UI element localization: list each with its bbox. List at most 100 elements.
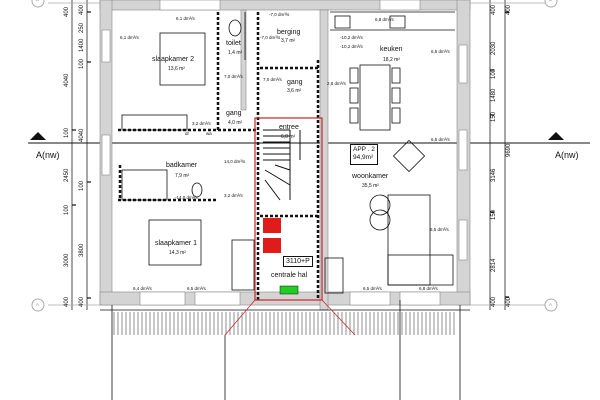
dimension-label: 100 — [491, 69, 497, 80]
dimension-label: 400 — [506, 5, 512, 16]
room-area-slaapkamer-1: 14,3 m² — [169, 250, 186, 256]
dimension-lines — [48, 0, 545, 310]
room-area-berging: 3,7 m² — [281, 38, 296, 44]
furniture — [121, 15, 454, 286]
airflow-label: 6,4 dm³/s — [133, 286, 152, 291]
sofa — [387, 194, 431, 286]
dimension-label: 400 — [491, 297, 497, 308]
dimension-label: 100 — [79, 181, 85, 192]
dimension-label: 100 — [64, 128, 70, 139]
airflow-label: -7,0 dm³/s — [269, 12, 290, 17]
grid-label-b-right: B — [549, 0, 552, 3]
section-label-right: A(nw) — [555, 150, 579, 160]
entree-outline — [254, 117, 323, 301]
room-name-woonkamer: woonkamer — [352, 173, 389, 180]
grid-label-a: A — [36, 302, 40, 307]
airflow-label: 6,5 dm³/s — [431, 49, 450, 54]
dimension-label: 400 — [64, 7, 70, 18]
closet-label-wa: wa — [206, 131, 212, 136]
dimension-label: 4040 — [64, 73, 70, 87]
exit-sign — [279, 285, 299, 295]
room-name-gang-2: gang — [287, 79, 303, 86]
room-name-slaapkamer-2: slaapkamer 2 — [152, 56, 195, 63]
dimension-label: 150 — [491, 112, 497, 123]
toilet-bath — [191, 182, 203, 198]
room-name-centrale-hal: centrale hal — [271, 272, 308, 279]
dimension-label: 400 — [491, 5, 497, 16]
room-name-berging: berging — [277, 29, 301, 36]
bed-1 — [148, 219, 202, 266]
airflow-label: 6,5 dm³/s — [187, 286, 206, 291]
airflow-label: 6,5 dm³/s — [430, 227, 449, 232]
airflow-label: 2,8 dm³/s — [327, 81, 346, 86]
dimension-label: 3146 — [491, 168, 497, 182]
terrace-grating — [113, 312, 455, 335]
dimension-label: 4040 — [79, 128, 85, 142]
bathtub — [121, 169, 168, 201]
closet-label-dr: dr — [185, 131, 190, 136]
dimension-label: 250 — [79, 23, 85, 34]
dimension-label: 9690 — [506, 143, 512, 157]
airflow-label: 6,5 dm³/s — [431, 137, 450, 142]
room-area-keuken: 18,2 m² — [383, 57, 400, 63]
meter-label: 3110+P — [283, 256, 313, 267]
dimension-label: 3000 — [64, 253, 70, 267]
dimension-label: 400 — [506, 297, 512, 308]
dimension-label: 2450 — [64, 168, 70, 182]
airflow-label: -14,0 dm³/s — [175, 195, 198, 200]
section-marker-left — [30, 132, 46, 140]
grid-markers — [31, 0, 558, 312]
room-area-gang-2: 3,6 m² — [287, 88, 302, 94]
room-name-toilet: toilet — [226, 40, 241, 47]
dimension-label: 1480 — [491, 88, 497, 102]
room-name-gang-1: gang — [226, 110, 242, 117]
room-name-slaapkamer-1: slaapkamer 1 — [155, 240, 198, 247]
room-name-badkamer: badkamer — [166, 162, 198, 169]
airflow-label: -10,2 dm³/s — [340, 35, 363, 40]
airflow-label: -7,0 dm³/s — [260, 35, 281, 40]
airflow-label: 6,8 dm³/s — [375, 17, 394, 22]
armchair — [392, 139, 426, 173]
room-area-woonkamer: 35,5 m² — [362, 183, 379, 189]
bed-2 — [159, 32, 206, 86]
airflow-label: 7,0 dm³/s — [224, 74, 243, 79]
room-area-gang-1: 4,0 m² — [228, 120, 243, 126]
fire-extinguisher-cabinet — [263, 238, 281, 253]
fire-hose-cabinet — [263, 218, 281, 233]
dimension-label: 1400 — [79, 38, 85, 52]
toilet — [228, 19, 242, 37]
airflow-label: 14,0 dm³/s — [224, 159, 246, 164]
interior-lines — [121, 11, 455, 294]
dimension-label: 400 — [64, 297, 70, 308]
dimension-label: 400 — [79, 297, 85, 308]
airflow-label: 6,5 dm³/s — [363, 286, 382, 291]
room-name-keuken: keuken — [380, 46, 403, 53]
section-label-left: A(nw) — [36, 150, 60, 160]
airflow-label: 7,0 dm³/s — [263, 77, 282, 82]
dimension-label: 2030 — [491, 41, 497, 55]
dimension-label: 400 — [79, 5, 85, 16]
room-area-toilet: 1,4 m² — [228, 50, 243, 56]
grid-label-a-right: A — [549, 302, 553, 307]
dimension-label: 100 — [79, 59, 85, 70]
dimension-label: 3800 — [79, 243, 85, 257]
airflow-label: 6,1 dm³/s — [176, 16, 195, 21]
room-area-entree: 6,0 m² — [281, 134, 296, 140]
room-area-badkamer: 7,9 m² — [175, 173, 190, 179]
terrace-lines — [100, 299, 470, 400]
dimension-label: 150 — [491, 210, 497, 221]
dimension-label: 2814 — [491, 258, 497, 272]
dimension-label: 100 — [64, 205, 70, 216]
airflow-label: 3,2 dm³/s — [192, 121, 211, 126]
grid-label-b: B — [36, 0, 39, 3]
room-area-slaapkamer-2: 13,6 m² — [168, 66, 185, 72]
airflow-label: 6,8 dm³/s — [419, 286, 438, 291]
airflow-label: -10,2 dm³/s — [340, 44, 363, 49]
section-marker-right — [548, 132, 564, 140]
airflow-label: 3,2 dm³/s — [224, 193, 243, 198]
dining-table — [359, 64, 391, 131]
room-name-entree: entree — [279, 124, 299, 131]
